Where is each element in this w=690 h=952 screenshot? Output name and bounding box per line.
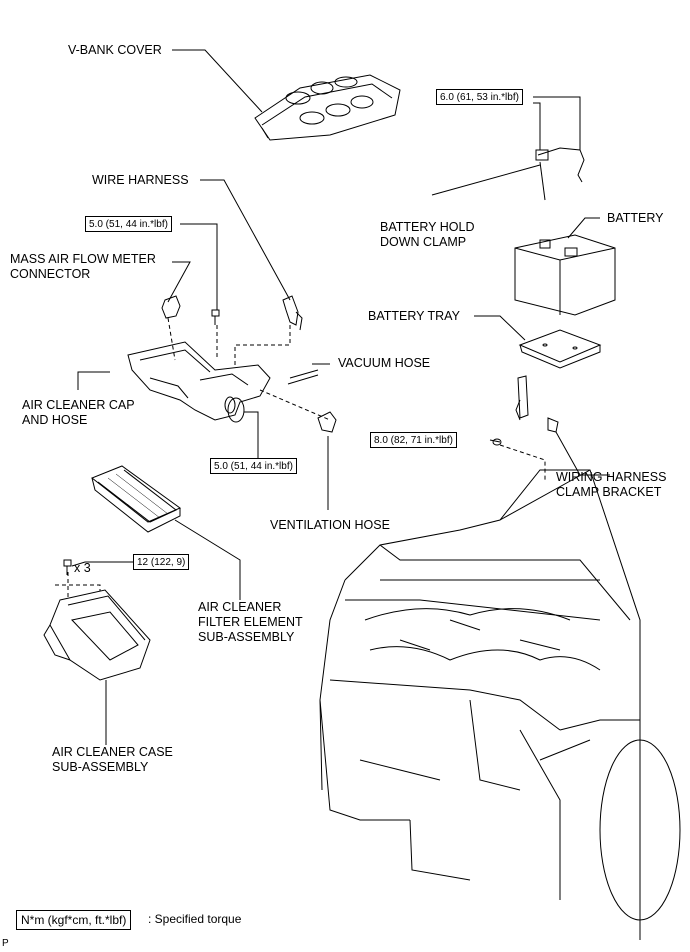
torque-battery-clamp: 6.0 (61, 53 in.*lbf) (436, 89, 523, 105)
torque-cap-hose: 5.0 (51, 44 in.*lbf) (210, 458, 297, 474)
label-battery: BATTERY (607, 211, 664, 225)
label-battery-hold-2: DOWN CLAMP (380, 235, 467, 249)
label-case-1: AIR CLEANER CASE (52, 745, 173, 759)
label-filter-element-2: FILTER ELEMENT (198, 615, 303, 629)
vehicle-drawing (319, 469, 681, 940)
torque-bracket: 8.0 (82, 71 in.*lbf) (370, 432, 457, 448)
label-wiring-bracket-1: WIRING HARNESS (556, 470, 667, 484)
label-battery-tray: BATTERY TRAY (368, 309, 460, 323)
battery-tray-drawing (518, 329, 602, 369)
label-air-cleaner-cap-1: AIR CLEANER CAP (22, 398, 135, 412)
label-ventilation-hose: VENTILATION HOSE (270, 518, 390, 532)
label-wire-harness: WIRE HARNESS (92, 173, 189, 187)
ventilation-hose-drawing (317, 411, 337, 433)
label-vacuum-hose: VACUUM HOSE (338, 356, 431, 370)
legend-description: : Specified torque (148, 912, 242, 926)
label-air-cleaner-cap-2: AND HOSE (22, 413, 88, 427)
battery-clamp-drawing (535, 147, 585, 201)
battery-drawing (514, 234, 616, 316)
air-cleaner-case-drawing (43, 589, 151, 681)
label-maf-connector-2: CONNECTOR (10, 267, 91, 281)
torque-case: 12 (122, 9) (133, 554, 190, 570)
clamp-bracket-drawing (492, 375, 559, 446)
label-wiring-bracket-2: CLAMP BRACKET (556, 485, 662, 499)
label-filter-element-1: AIR CLEANER (198, 600, 282, 614)
label-v-bank-cover: V-BANK COVER (68, 43, 162, 57)
label-battery-hold-1: BATTERY HOLD (380, 220, 475, 234)
diagram-code: P (2, 938, 9, 949)
air-cleaner-cap-drawing (127, 341, 271, 423)
maf-connector-drawing (161, 295, 181, 319)
label-maf-connector-1: MASS AIR FLOW METER (10, 252, 156, 266)
torque-wire-harness: 5.0 (51, 44 in.*lbf) (85, 216, 172, 232)
vacuum-hose-drawing (287, 369, 319, 385)
v-bank-cover-drawing (254, 74, 401, 141)
label-filter-element-3: SUB-ASSEMBLY (198, 630, 295, 644)
bolt-wire-harness (211, 309, 220, 325)
wire-harness-drawing (282, 295, 303, 331)
bolt-case (63, 559, 72, 575)
label-case-2: SUB-ASSEMBLY (52, 760, 149, 774)
label-x3: x 3 (74, 561, 91, 575)
filter-element-drawing (91, 465, 182, 533)
legend-unit-box: N*m (kgf*cm, ft.*lbf) (16, 910, 132, 930)
